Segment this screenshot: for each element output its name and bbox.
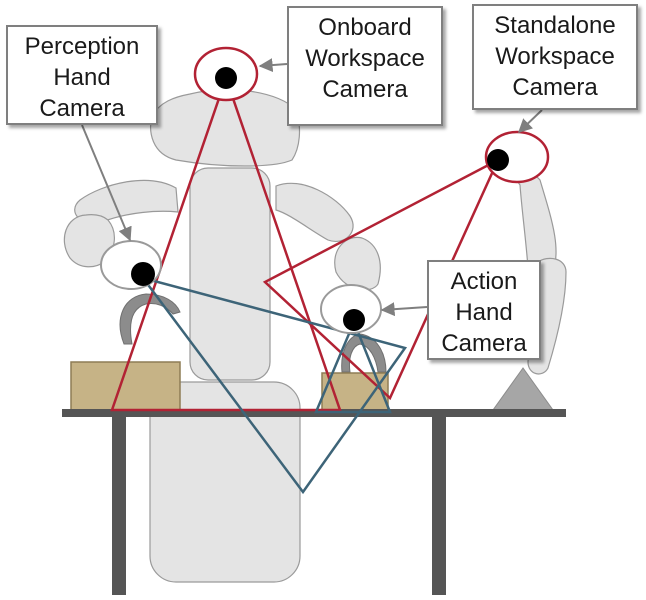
robot-lower-body [149,381,301,583]
onboard-label-line-3: Camera [322,76,408,103]
perception-label-line-1: Perception [24,33,140,60]
robot-right-forearm [334,236,381,291]
perception-label-line-2: Hand [53,64,111,91]
perception-camera-fov [139,275,408,495]
standalone-label-line-3: Camera [512,74,598,101]
standalone-camera [484,130,550,184]
onboard-callout-arrow [258,58,288,73]
onboard-camera-pupil [215,67,237,89]
action-callout-arrow [380,302,428,317]
action-label-line-1: Action [450,268,518,295]
standalone-callout-arrow [517,109,543,133]
standalone-stand-base [492,367,554,411]
onboard-label-line-2: Workspace [305,45,425,72]
robot-right-upper-arm [275,182,354,242]
robot-torso [189,167,271,381]
standalone-camera-pupil [487,149,509,171]
perception-callout-arrow [81,124,132,242]
box-right [321,372,389,413]
table-leg-right [432,417,446,595]
action-label-line-3: Camera [441,330,527,357]
perception-camera-label: Perception Hand Camera [6,25,158,125]
robot-left-upper-arm [74,179,179,224]
perception-camera-pupil [131,262,155,286]
action-camera-label: Action Hand Camera [427,260,541,360]
perception-label-line-3: Camera [39,95,125,122]
table-top [62,409,566,417]
action-camera-fov [314,318,392,414]
standalone-label-line-1: Standalone [494,12,616,39]
table-leg-left [112,417,126,595]
action-camera [320,284,382,334]
standalone-camera-label: Standalone Workspace Camera [472,4,638,110]
perception-camera [100,240,162,290]
onboard-label-line-1: Onboard [318,14,412,41]
onboard-camera-fov [110,74,342,412]
action-gripper [341,333,387,373]
onboard-camera [193,46,259,102]
standalone-label-line-2: Workspace [495,43,615,70]
action-label-line-2: Hand [455,299,513,326]
action-camera-pupil [343,309,365,331]
onboard-camera-label: Onboard Workspace Camera [287,6,443,126]
